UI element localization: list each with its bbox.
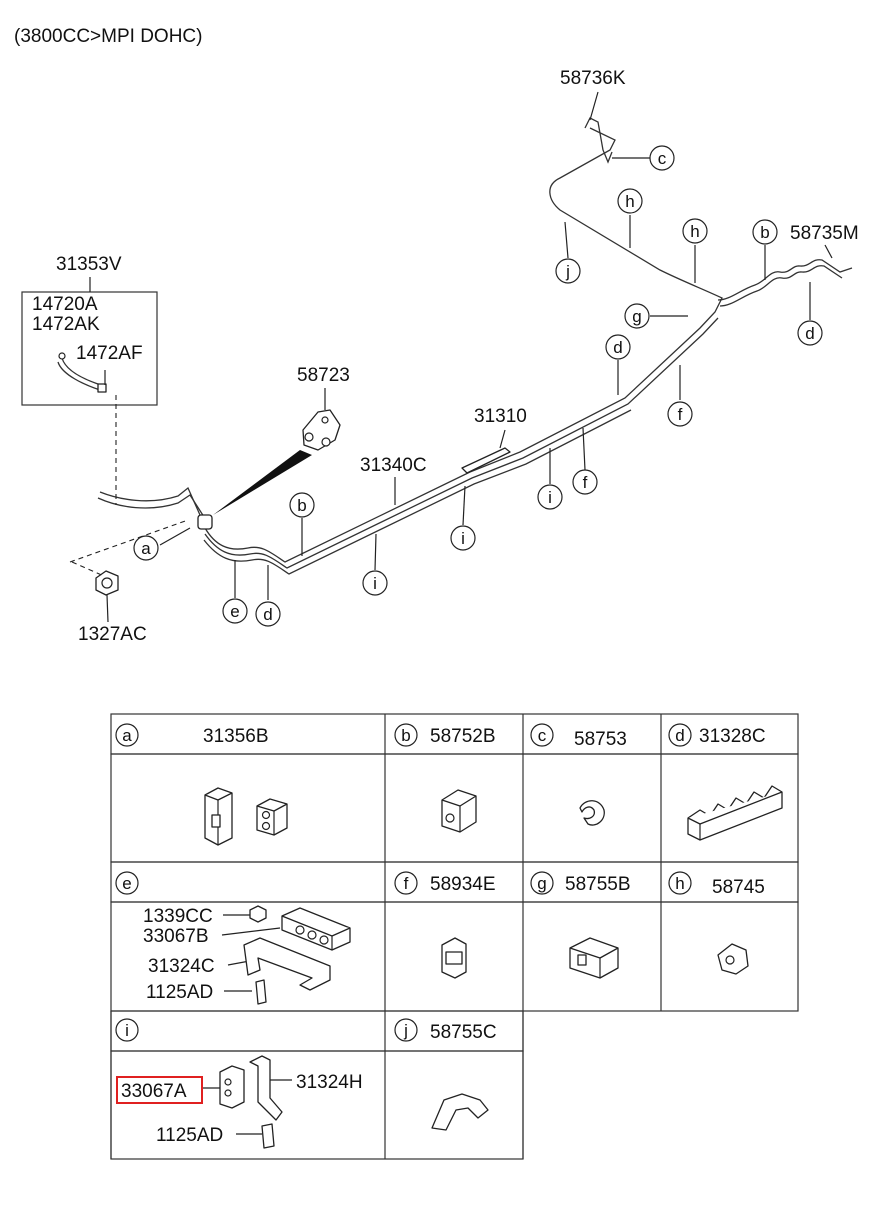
- bracket-strip: [213, 450, 312, 515]
- svg-text:i: i: [373, 574, 377, 593]
- bracket-58723: [302, 409, 341, 451]
- table-part-58755B: 58755B: [565, 874, 631, 895]
- label-1327AC: 1327AC: [78, 624, 147, 645]
- callout-e1: e: [222, 598, 248, 624]
- callout-g1: g: [624, 303, 650, 329]
- table-part-31328C: 31328C: [699, 726, 766, 747]
- svg-text:h: h: [675, 874, 684, 893]
- table-part-1339CC: 1339CC: [143, 906, 213, 927]
- svg-text:f: f: [404, 874, 409, 893]
- svg-text:b: b: [401, 726, 410, 745]
- label-1472AF: 1472AF: [76, 343, 143, 364]
- drawing-58934E: [441, 937, 467, 979]
- callout-d2: d: [605, 334, 631, 360]
- table-cell-j: j 58755C: [394, 1018, 497, 1043]
- callout-d1: d: [797, 320, 823, 346]
- svg-text:i: i: [461, 529, 465, 548]
- callout-f2: f: [572, 469, 598, 495]
- callout-d3: d: [255, 601, 281, 627]
- callout-c: c: [649, 145, 675, 171]
- table-cell-h: h 58745: [668, 871, 765, 898]
- label-31340C: 31340C: [360, 455, 427, 476]
- table-part-58745: 58745: [712, 877, 765, 898]
- drawing-58755B: [569, 937, 619, 979]
- svg-text:d: d: [263, 605, 272, 624]
- fuel-pipe-assembly: [97, 117, 853, 575]
- nut-1327AC: [95, 570, 119, 596]
- table-part-33067B: 33067B: [143, 926, 209, 947]
- svg-text:g: g: [632, 307, 641, 326]
- table-cell-b: b 58752B: [394, 723, 496, 747]
- svg-text:g: g: [537, 874, 546, 893]
- table-cell-f: f 58934E: [394, 871, 496, 895]
- svg-text:d: d: [805, 324, 814, 343]
- svg-text:h: h: [690, 222, 699, 241]
- drawing-58745: [717, 943, 749, 975]
- table-part-31324H: 31324H: [296, 1072, 363, 1093]
- svg-text:f: f: [678, 405, 683, 424]
- table-cell-a: a 31356B: [115, 723, 269, 747]
- svg-text:i: i: [125, 1021, 129, 1040]
- label-58723: 58723: [297, 365, 350, 386]
- table-cell-d: d 31328C: [668, 723, 766, 747]
- table-part-58755C: 58755C: [430, 1022, 497, 1043]
- callout-i3: i: [362, 570, 388, 596]
- hose-assembly-box-31353V: [21, 277, 158, 505]
- table-part-1125AD-i: 1125AD: [156, 1125, 223, 1146]
- svg-text:e: e: [230, 602, 239, 621]
- callout-b2: b: [289, 492, 315, 518]
- highlight-box-33067A: [116, 1076, 203, 1104]
- drawing-58752B: [441, 789, 477, 833]
- parts-table: [110, 713, 799, 1160]
- drawing-58753: [579, 800, 605, 826]
- table-part-31356B: 31356B: [203, 726, 269, 747]
- svg-text:i: i: [548, 488, 552, 507]
- callout-b1: b: [752, 219, 778, 245]
- drawing-58755C: [431, 1093, 489, 1131]
- table-cell-c: c 58753: [530, 723, 627, 750]
- svg-text:f: f: [583, 473, 588, 492]
- label-58736K: 58736K: [560, 68, 626, 89]
- svg-text:b: b: [297, 496, 306, 515]
- svg-text:e: e: [122, 874, 131, 893]
- table-cell-g: g 58755B: [530, 871, 631, 895]
- svg-text:d: d: [613, 338, 622, 357]
- callout-j1: j: [555, 258, 581, 284]
- table-cell-i: i: [115, 1018, 139, 1042]
- callout-h2: h: [682, 218, 708, 244]
- engine-spec-label: (3800CC>MPI DOHC): [14, 26, 202, 47]
- drawing-31328C: [687, 785, 783, 841]
- table-part-31324C: 31324C: [148, 956, 215, 977]
- drawing-31356B: [204, 787, 288, 846]
- svg-text:c: c: [658, 149, 667, 168]
- table-part-58753: 58753: [574, 729, 627, 750]
- label-31353V: 31353V: [56, 254, 122, 275]
- label-14720A: 14720A: [32, 294, 98, 315]
- callout-a1: a: [133, 535, 159, 561]
- table-cell-e: e: [115, 871, 139, 895]
- svg-text:d: d: [675, 726, 684, 745]
- svg-text:a: a: [141, 539, 151, 558]
- leader-lines: [106, 91, 833, 623]
- callout-i1: i: [537, 484, 563, 510]
- table-part-58934E: 58934E: [430, 874, 496, 895]
- callout-i2: i: [450, 525, 476, 551]
- label-31310: 31310: [474, 406, 527, 427]
- svg-text:c: c: [538, 726, 547, 745]
- svg-text:j: j: [403, 1021, 408, 1040]
- svg-text:h: h: [625, 192, 634, 211]
- table-part-1125AD-e: 1125AD: [146, 982, 213, 1003]
- table-part-33067A: 33067A: [121, 1081, 187, 1102]
- table-part-58752B: 58752B: [430, 726, 496, 747]
- drawing-e-assembly: 1339CC 33067B 31324C 1125AD: [143, 905, 351, 1005]
- svg-text:j: j: [565, 262, 570, 281]
- svg-text:b: b: [760, 223, 769, 242]
- callout-f1: f: [667, 401, 693, 427]
- label-58735M: 58735M: [790, 223, 859, 244]
- drawing-i-assembly: 33067A 31324H 1125AD: [116, 1055, 363, 1149]
- callout-h1: h: [617, 188, 643, 214]
- label-1472AK: 1472AK: [32, 314, 100, 335]
- svg-text:a: a: [122, 726, 132, 745]
